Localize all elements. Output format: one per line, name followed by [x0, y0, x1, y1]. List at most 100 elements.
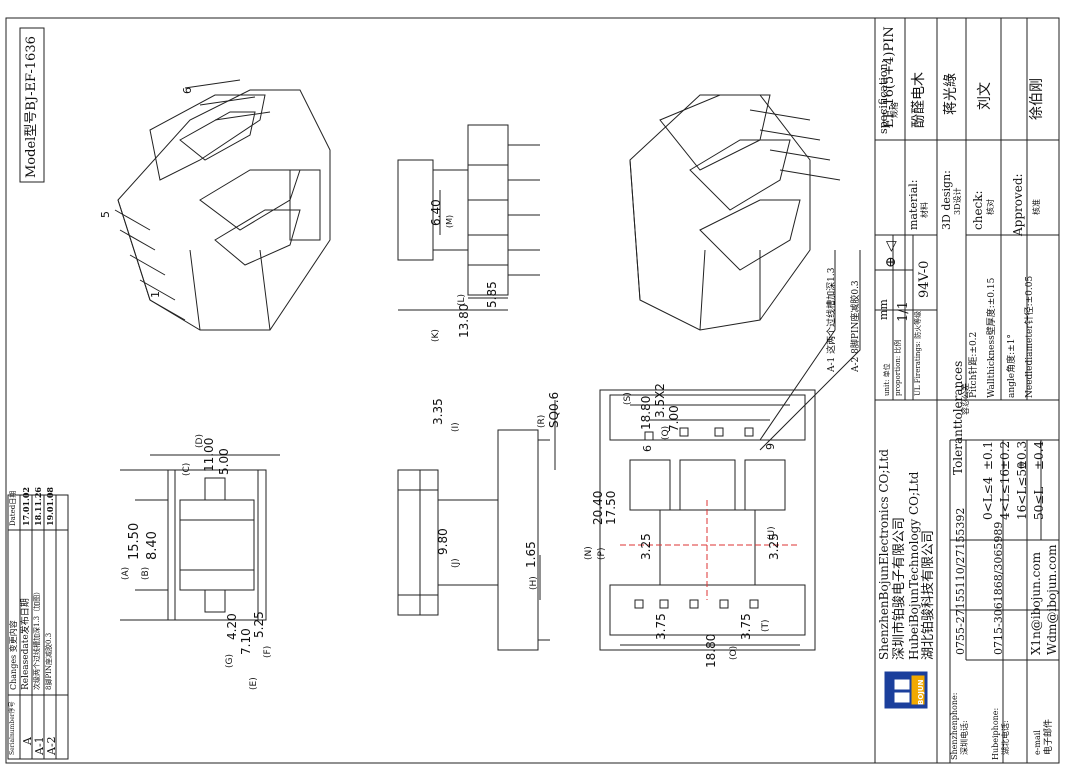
- angle-note: angle角度:±1°: [1007, 334, 1017, 398]
- dim-9-80: 9.80: [436, 528, 450, 555]
- projection-symbol: ⊕ ◁: [883, 241, 899, 268]
- dim-3-35: 3.35: [431, 398, 445, 425]
- hb-phone-label: Hubeiphone:: [991, 707, 1000, 760]
- ul-label: UL Fireratings: 防火等级: [914, 310, 922, 396]
- company-name-en-2: HubeiBojunTechnology CO;Ltd: [907, 471, 921, 660]
- change-row-1-serial: A: [21, 737, 34, 745]
- side-view-bottom: [397, 429, 550, 651]
- company-name-en-1: ShenzhenBojunElectronics CO;Ltd: [877, 449, 891, 660]
- dim-3-5x2: 3.5X2: [653, 383, 667, 418]
- pin-label-6: 6: [181, 87, 194, 94]
- dim-label-a: (A): [121, 566, 131, 580]
- approved-value: 徐伯刚: [1029, 78, 1045, 120]
- hb-phone-cn: 湖北电话:: [1001, 720, 1010, 755]
- side-view-top: [397, 124, 540, 311]
- design-cn: 3D设计: [953, 187, 962, 215]
- tol-range-2: 4<L≤16: [998, 469, 1012, 520]
- leader-a1: [759, 250, 836, 441]
- changes-header-date: Dated日期: [9, 490, 17, 526]
- pin-label-5: 5: [99, 211, 112, 218]
- leader-a2: [759, 250, 861, 451]
- tol-range-3: 16<L≤50: [1015, 461, 1029, 520]
- bojun-logo: [884, 671, 928, 709]
- dim-11-00: 11.00: [202, 437, 216, 472]
- dim-7-10: 7.10: [239, 628, 253, 655]
- material-label: material:: [907, 179, 920, 230]
- approved-label: Approved:: [1011, 173, 1025, 236]
- dim-label-r: (R): [537, 414, 547, 428]
- front-view: [120, 454, 280, 621]
- check-value: 刘文: [977, 82, 993, 110]
- dim-7-00: 7.00: [667, 405, 681, 432]
- change-row-2-date: 18.11.26: [33, 487, 43, 526]
- ul-value: 94V-0: [917, 260, 932, 298]
- tol-range-1: 0<L≤4: [981, 476, 995, 520]
- dim-label-g: (G): [225, 654, 235, 668]
- dim-sq-0-6: SQ0.6: [547, 391, 561, 428]
- dim-label-j: (J): [451, 558, 461, 568]
- model-box: [19, 27, 45, 183]
- dim-5-00: 5.00: [217, 448, 231, 475]
- note-a1: A-1 这两个过线槽加深1.3: [827, 267, 837, 372]
- sz-phone-cn: 深圳电话:: [960, 720, 969, 755]
- change-row-3-serial: A-2: [45, 736, 58, 755]
- check-label: check:: [971, 190, 985, 230]
- change-row-3-content: 8脚PIN座减胶0.3: [45, 632, 53, 690]
- change-row-1-date: 17.01.02: [21, 487, 31, 526]
- hb-phone: 0715-3061868/3065989: [992, 521, 1005, 655]
- tol-range-4: 50≤L: [1032, 486, 1046, 520]
- dim-5-85: 5.85: [485, 281, 499, 308]
- change-row-2-serial: A-1: [33, 736, 46, 755]
- dim-label-e: (E): [249, 677, 259, 690]
- pin-label-9: 9: [764, 443, 777, 450]
- dim-3-75-a: 3.75: [654, 613, 668, 640]
- model-label: Model型号BJ-EF-1636: [24, 36, 39, 178]
- pin-label-6b: 6: [641, 445, 654, 452]
- isometric-view-right: [629, 94, 841, 331]
- dim-1-65: 1.65: [524, 541, 538, 568]
- changes-header-content: Changes 变更内容: [9, 620, 18, 690]
- tolerances-title: Toleranttolerances: [951, 360, 965, 475]
- changes-table: [7, 494, 69, 760]
- design-label: 3D design:: [940, 170, 953, 230]
- tol-value-1: ±0.1: [981, 440, 995, 470]
- change-row-3-date: 19.01.08: [45, 487, 55, 526]
- email-label: e-mail: [1033, 730, 1042, 755]
- changes-header-serial: Serialnumber序号: [9, 701, 16, 755]
- dim-label-p: (P): [597, 547, 607, 560]
- tol-value-2: ±0.2: [998, 440, 1012, 470]
- dim-label-f: (F): [263, 645, 273, 658]
- dim-label-o: (O): [729, 645, 739, 660]
- isometric-view-left: [114, 79, 331, 331]
- sz-phone-label: Shenzhenphone:: [950, 692, 959, 760]
- dim-label-b: (B): [141, 566, 151, 580]
- dim-label-k: (K): [431, 329, 441, 342]
- dim-label-c: (C): [182, 462, 192, 476]
- dim-label-m: (M): [445, 214, 454, 228]
- dim-8-40: 8.40: [145, 531, 160, 560]
- dim-label-u: (U): [767, 526, 777, 540]
- dim-5-25: 5.25: [252, 611, 266, 638]
- dim-3-25-a: 3.25: [639, 533, 653, 560]
- change-row-2-content: 次级两个过线槽加深1.3（加图）: [33, 587, 41, 690]
- dim-label-h: (H): [529, 576, 539, 590]
- dim-label-i: (I): [451, 422, 461, 432]
- proportion-value: 1/1: [896, 301, 911, 322]
- material-cn: 材料: [920, 202, 929, 218]
- approved-cn: 核准: [1032, 199, 1041, 215]
- dim-17-50: 17.50: [604, 490, 618, 525]
- dim-20-40: 20.40: [591, 490, 605, 525]
- tol-value-4: ±0.4: [1032, 440, 1046, 470]
- note-a2: A-2 8脚PIN座减胶0.3: [851, 280, 861, 372]
- dim-18-80-a: 18.80: [639, 395, 653, 430]
- dim-3-75-b: 3.75: [739, 613, 753, 640]
- email-cn: 电子邮件: [1044, 718, 1054, 755]
- title-block-grid: [874, 17, 1060, 764]
- spec-value-text: EF-16(5+4)PIN: [882, 26, 897, 128]
- pin-label-1: 1: [149, 291, 162, 298]
- proportion-label: proportion: 比例: [894, 339, 902, 396]
- company-name-cn-1: 深圳市铂骏电子有限公司: [892, 516, 907, 660]
- logo-text: BOJUN: [917, 679, 925, 705]
